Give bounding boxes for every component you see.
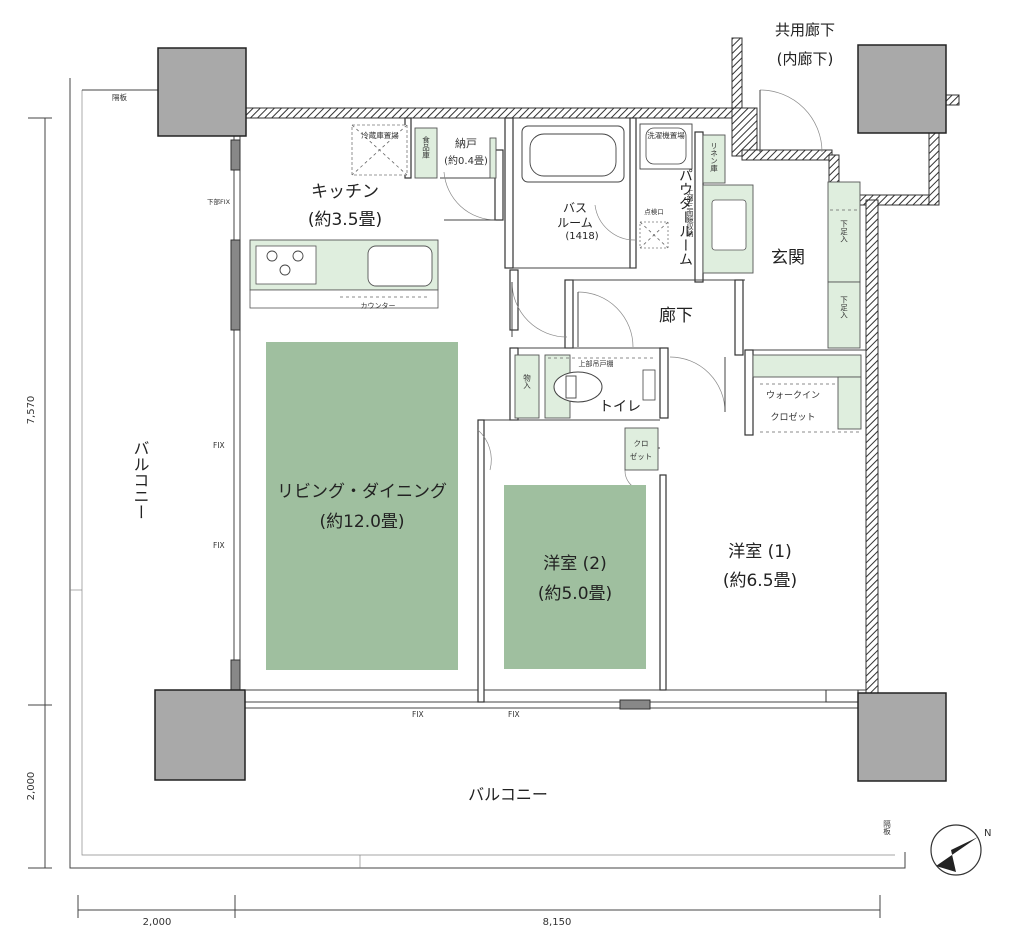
common-corridor-label: 共用廊下 xyxy=(775,21,835,39)
linen-label: リネン庫 xyxy=(709,142,718,173)
powder-room-label: パウダールーム xyxy=(677,168,693,266)
dimension-v2: 2,000 xyxy=(26,772,37,801)
toilet-label: トイレ xyxy=(599,399,641,415)
entrance-fixtures xyxy=(827,181,861,349)
dimension-h1: 2,000 xyxy=(143,917,172,928)
dimension-lines xyxy=(28,117,881,918)
pillar-ne xyxy=(857,44,947,134)
western-room-2-fill xyxy=(504,485,646,669)
nando-label: 納戸 xyxy=(455,137,477,150)
counter-label: カウンター xyxy=(361,301,396,310)
lower-fix-label: 下部FIX xyxy=(207,197,231,206)
bath-fixtures xyxy=(521,123,754,274)
kitchen-fixtures xyxy=(249,124,497,309)
closet-label-2: ゼット xyxy=(630,451,653,461)
balcony-south-label: バルコニー xyxy=(468,785,548,804)
powder-storage-label: 上部三面鏡収納 xyxy=(686,187,694,238)
partition-label-2: 隔板 xyxy=(882,820,891,837)
toilet-storage-label: 上部吊戸棚 xyxy=(579,359,614,368)
fix-label-4: FIX xyxy=(508,710,520,719)
walk-in-closet-label-1: ウォークイン xyxy=(766,390,820,401)
pillar-nw xyxy=(157,47,247,137)
shoe-storage-1-label: 下足入 xyxy=(839,220,848,243)
glazing xyxy=(230,118,859,710)
walk-in-closet-label-2: クロゼット xyxy=(770,411,815,423)
kitchen-area-label: (約3.5畳) xyxy=(308,210,382,230)
dimension-v1: 7,570 xyxy=(26,396,37,425)
washer-label: 洗濯機置場 xyxy=(647,130,685,140)
nando-area-label: (約0.4畳) xyxy=(444,154,488,167)
living-dining-area-label: (約12.0畳) xyxy=(319,512,404,532)
balcony-outline xyxy=(69,78,906,869)
hallway-label: 廊下 xyxy=(659,306,693,326)
living-dining-label: リビング・ダイニング xyxy=(277,482,447,502)
western-room-2-label: 洋室 (2) xyxy=(543,554,606,574)
bathroom-label-2: ルーム xyxy=(557,216,593,230)
doors xyxy=(443,89,823,491)
closet-label-1: クロ xyxy=(634,439,649,448)
balcony-west-label: バルコニー xyxy=(131,440,150,520)
living-dining-fill xyxy=(266,342,458,670)
exterior-walls xyxy=(244,37,960,696)
pillar-se xyxy=(857,692,947,782)
mono-storage-label: 物入 xyxy=(522,373,531,390)
partition-label-1: 隔板 xyxy=(112,92,127,102)
fix-label-2: FIX xyxy=(213,541,225,550)
pantry-label: 食品庫 xyxy=(421,135,430,160)
inspection-label: 点検口 xyxy=(644,207,664,216)
western-room-1-area-label: (約6.5畳) xyxy=(723,571,797,591)
interior-walls xyxy=(245,117,866,703)
fridge-label: 冷蔵庫置場 xyxy=(361,130,399,140)
entrance-label: 玄関 xyxy=(771,248,805,268)
western-room-1-label: 洋室 (1) xyxy=(728,542,791,562)
western-room-2-area-label: (約5.0畳) xyxy=(538,584,612,604)
bathroom-size-label: (1418) xyxy=(565,231,598,242)
north-arrow-icon xyxy=(930,824,982,876)
wic-fixtures xyxy=(624,354,862,471)
bathroom-label-1: バス xyxy=(563,201,587,215)
dimension-h2: 8,150 xyxy=(543,917,572,928)
toilet-fixtures xyxy=(514,354,656,419)
kitchen-label: キッチン xyxy=(311,182,379,202)
pillar-sw xyxy=(154,689,246,781)
shoe-storage-2-label: 下足入 xyxy=(839,296,848,319)
fix-label-1: FIX xyxy=(213,441,225,450)
fix-label-3: FIX xyxy=(412,710,424,719)
north-label: N xyxy=(984,828,991,839)
inner-corridor-label: (内廊下) xyxy=(777,50,834,68)
